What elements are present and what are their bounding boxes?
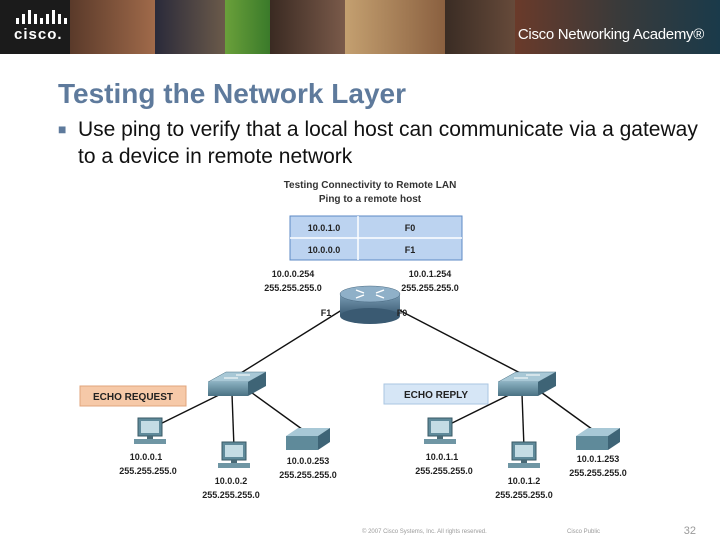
- router-port-left: F1: [321, 308, 332, 318]
- table-interface-cell: F0: [405, 223, 416, 233]
- host-ip: 10.0.1.1: [426, 452, 459, 462]
- echo-reply-text: ECHO REPLY: [404, 390, 468, 401]
- switch-icon: [207, 371, 267, 396]
- cisco-logo-icon: [16, 10, 67, 24]
- host-mask: 255.255.255.0: [279, 470, 337, 480]
- router-left-ip: 10.0.0.254: [272, 269, 315, 279]
- host-mask: 255.255.255.0: [569, 468, 627, 478]
- banner-photo: [515, 0, 720, 54]
- table-network-cell: 10.0.1.0: [308, 223, 341, 233]
- pc-icon: [424, 417, 456, 444]
- router-port-right: F0: [397, 308, 408, 318]
- banner-photo: [345, 0, 445, 54]
- echo-reply-label: ECHO REPLY: [383, 383, 489, 405]
- network-cables: [151, 307, 597, 449]
- page-number: 32: [683, 525, 696, 537]
- academy-label: Cisco Networking Academy®: [517, 26, 704, 43]
- router-right-mask: 255.255.255.0: [401, 283, 459, 293]
- host-mask: 255.255.255.0: [495, 490, 553, 500]
- routing-table: 10.0.1.0 F0 10.0.0.0 F1: [289, 215, 463, 261]
- echo-request-label: ECHO REQUEST: [79, 385, 187, 407]
- header-banner: cisco. Cisco Networking Academy®: [0, 0, 720, 54]
- table-network-cell: 10.0.0.0: [308, 245, 341, 255]
- footer-copyright: © 2007 Cisco Systems, Inc. All rights re…: [362, 529, 487, 535]
- bullet-square-icon: ■: [58, 121, 67, 137]
- footer-classification: Cisco Public: [567, 529, 601, 535]
- host-ip: 10.0.0.1: [130, 452, 163, 462]
- banner-photo: [70, 0, 155, 54]
- table-interface-cell: F1: [405, 245, 416, 255]
- router-icon: [339, 285, 401, 324]
- diagram-subtitle: Ping to a remote host: [319, 194, 422, 205]
- server-icon: [576, 428, 620, 450]
- diagram-title: Testing Connectivity to Remote LAN: [284, 180, 457, 191]
- router-right-ip: 10.0.1.254: [409, 269, 452, 279]
- bullet-text: Use ping to verify that a local host can…: [78, 118, 698, 168]
- host-mask: 255.255.255.0: [202, 490, 260, 500]
- pc-icon: [134, 417, 166, 444]
- host-ip: 10.0.0.253: [287, 456, 330, 466]
- slide-title: Testing the Network Layer: [58, 78, 407, 109]
- echo-request-text: ECHO REQUEST: [93, 392, 173, 403]
- host-mask: 255.255.255.0: [119, 466, 177, 476]
- banner-photo: [155, 0, 225, 54]
- banner-photo: [225, 0, 270, 54]
- host-ip: 10.0.1.2: [508, 476, 541, 486]
- host-mask: 255.255.255.0: [415, 466, 473, 476]
- host-ip: 10.0.1.253: [577, 454, 620, 464]
- pc-icon: [218, 441, 250, 468]
- pc-icon: [508, 441, 540, 468]
- banner-photo: [270, 0, 345, 54]
- cisco-logo-text: cisco.: [14, 26, 63, 43]
- host-ip: 10.0.0.2: [215, 476, 248, 486]
- banner-photo: [445, 0, 515, 54]
- switch-icon: [497, 371, 557, 396]
- server-icon: [286, 428, 330, 450]
- router-left-mask: 255.255.255.0: [264, 283, 322, 293]
